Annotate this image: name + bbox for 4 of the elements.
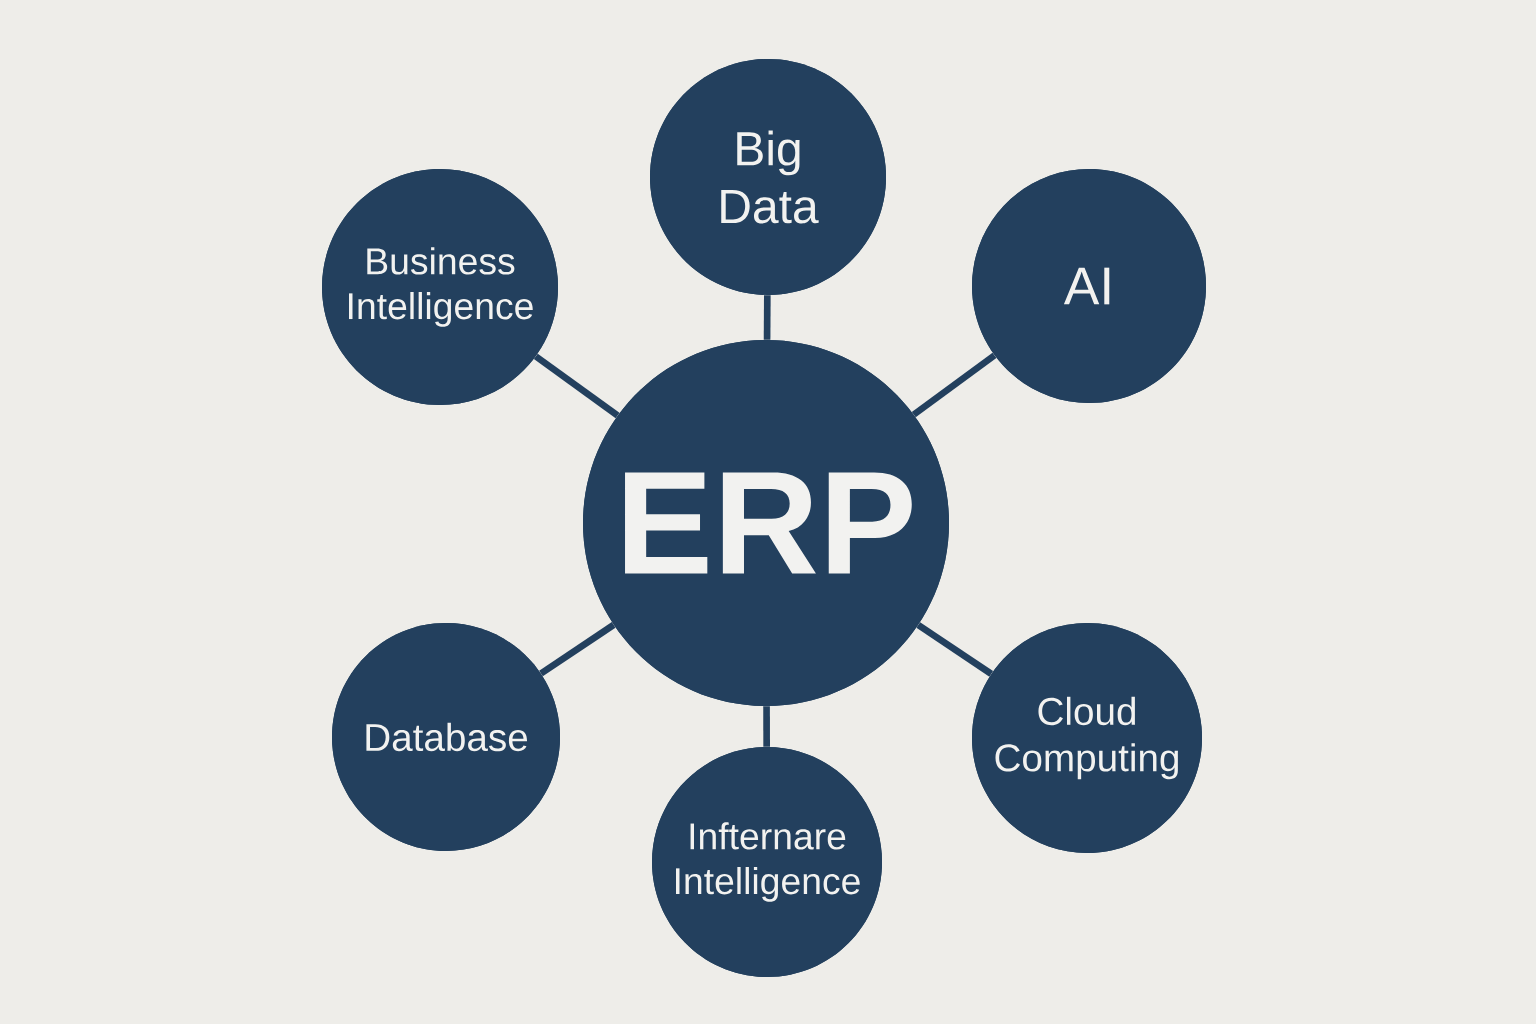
connector-line	[539, 622, 616, 677]
connector-line	[916, 622, 994, 677]
connector-line	[911, 352, 997, 418]
connector-line	[533, 353, 620, 419]
